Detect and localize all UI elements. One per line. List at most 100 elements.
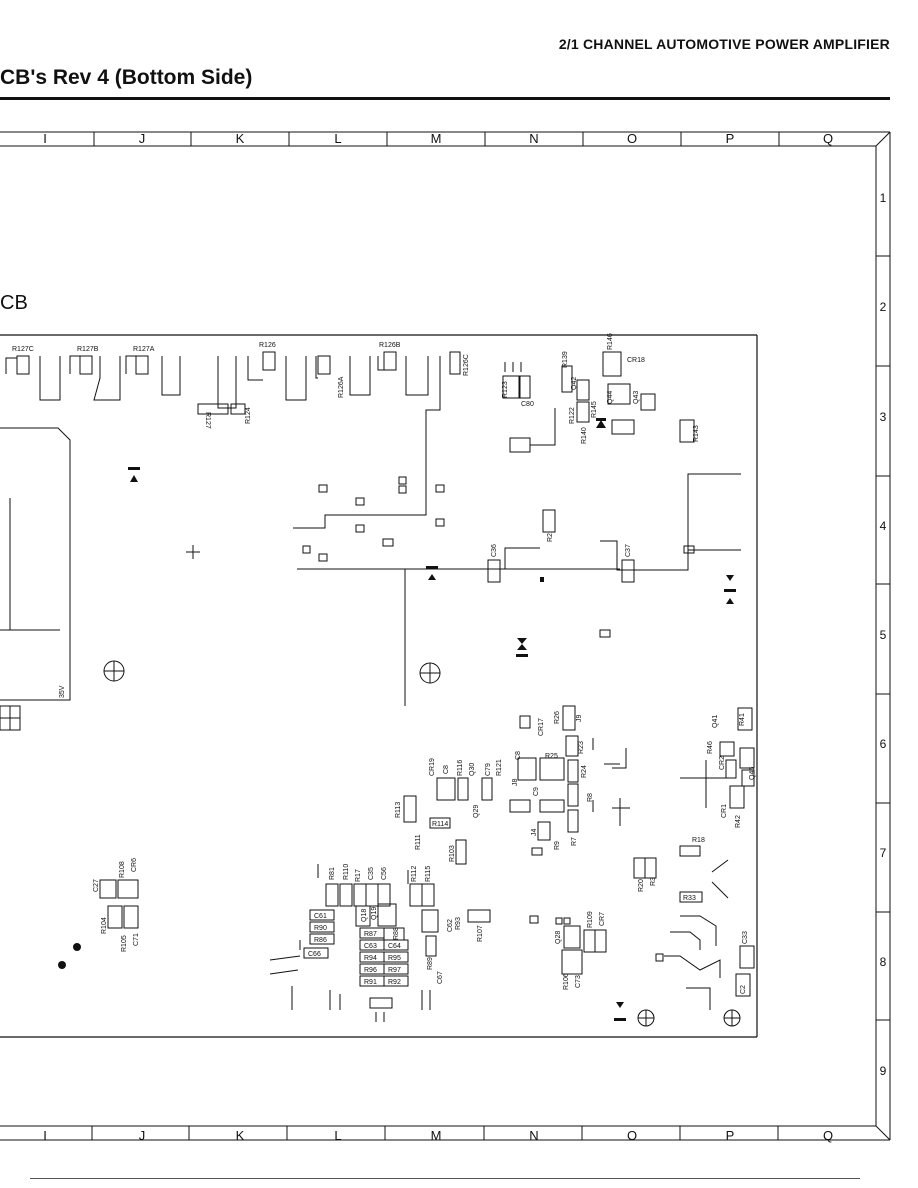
column-label-l-bottom: L <box>334 1128 342 1143</box>
ref-r9: R9 <box>554 841 561 850</box>
row-label-3: 3 <box>879 410 887 424</box>
ref-c2: C2 <box>740 985 747 994</box>
ref-r124: R124 <box>245 407 252 424</box>
cluster-q42-q44 <box>502 351 695 453</box>
ref-q45: Q45 <box>749 767 756 780</box>
ref-r96: R96 <box>364 967 377 974</box>
column-label-q-bottom: Q <box>822 1128 834 1143</box>
ref-r91: R91 <box>364 979 377 986</box>
ref-q19: Q19 <box>371 907 378 920</box>
ref-c36: C36 <box>491 544 498 557</box>
ref-q42: Q42 <box>571 377 578 390</box>
ref-cr6: CR6 <box>131 858 138 872</box>
ref-r126c: R126C <box>463 354 470 376</box>
ref-r17: R17 <box>355 869 362 882</box>
ref-cr18: CR18 <box>627 357 645 364</box>
ref-r23: R23 <box>578 741 585 754</box>
ref-r87: R87 <box>364 931 377 938</box>
ref-c9: C9 <box>533 787 540 796</box>
ref-r93: R93 <box>455 917 462 930</box>
ref-c73: C73 <box>575 975 582 988</box>
footer-rule <box>30 1178 860 1179</box>
ref-r126a: R126A <box>338 376 345 398</box>
column-label-n-bottom: N <box>529 1128 539 1143</box>
row-label-7: 7 <box>879 846 887 860</box>
ref-r115: R115 <box>425 866 432 882</box>
ref-r3: R3 <box>650 877 657 886</box>
row-label-9: 9 <box>879 1064 887 1078</box>
ref-c37: C37 <box>625 544 632 557</box>
column-label-j-bottom: J <box>138 1128 146 1143</box>
ref-r41: R41 <box>739 713 746 726</box>
ref-cr17: CR17 <box>538 718 545 736</box>
ref-r89: R89 <box>427 957 434 970</box>
ref-cr19: CR19 <box>429 758 436 776</box>
ref-r126b: R126B <box>379 342 401 349</box>
ref-cr2: CR2 <box>719 756 726 770</box>
ref-q43: Q43 <box>633 391 640 404</box>
column-label-i-bottom: I <box>43 1128 47 1143</box>
ref-r7: R7 <box>571 837 578 846</box>
column-label-m: M <box>430 131 442 146</box>
ref-q28: Q28 <box>555 931 562 944</box>
ref-r90: R90 <box>314 925 327 932</box>
ref-q41: Q41 <box>712 715 719 728</box>
column-label-o-bottom: O <box>626 1128 638 1143</box>
ref-r143: R143 <box>693 425 700 442</box>
ref-r127b: R127B <box>77 346 99 353</box>
page-title: CB's Rev 4 (Bottom Side) <box>0 66 253 89</box>
cluster-cr17-j9 <box>403 705 630 865</box>
column-label-m-bottom: M <box>430 1128 442 1143</box>
ref-r18: R18 <box>692 837 705 844</box>
ref-r46: R46 <box>707 741 714 754</box>
column-label-p: P <box>725 131 735 146</box>
row-label-2: 2 <box>879 300 887 314</box>
ref-r110: R110 <box>343 864 350 880</box>
ref-r146: R146 <box>607 333 614 350</box>
ref-q29: Q29 <box>473 805 480 818</box>
trace-lines <box>186 395 741 706</box>
ref-r123: R123 <box>502 381 509 398</box>
ref-r114: R114 <box>432 821 448 828</box>
ref-r108: R108 <box>119 861 126 878</box>
grid-frame <box>0 131 891 1141</box>
cluster-q41-q45 <box>633 707 755 1010</box>
ref-r20: R20 <box>638 879 645 892</box>
cluster-q18-q19 <box>269 864 607 1022</box>
ref-r127: R127 <box>204 412 211 429</box>
column-label-n: N <box>529 131 539 146</box>
ref-r112: R112 <box>411 866 418 882</box>
ref-r26: R26 <box>554 711 561 724</box>
ref-r126: R126 <box>259 342 276 349</box>
ref-r81: R81 <box>329 867 336 880</box>
ref-c67: C67 <box>437 971 444 984</box>
ref-r2: R2 <box>547 533 554 542</box>
column-label-p-bottom: P <box>725 1128 735 1143</box>
column-label-o: O <box>626 131 638 146</box>
ref-r111: R111 <box>415 834 422 850</box>
ref-c8: C8 <box>515 751 522 760</box>
ref-r145: R145 <box>591 401 598 418</box>
ref-j9: J9 <box>576 715 583 723</box>
ref-r86: R86 <box>314 937 327 944</box>
ref-r97: R97 <box>388 967 401 974</box>
ref-q18: Q18 <box>361 909 368 922</box>
ref-r33: R33 <box>683 895 696 902</box>
column-label-k-bottom: K <box>235 1128 245 1143</box>
ref-r94: R94 <box>364 955 377 962</box>
ref-c63: C63 <box>364 943 377 950</box>
cluster-c27 <box>99 879 139 929</box>
column-label-k: K <box>235 131 245 146</box>
ref-r25: R25 <box>545 753 558 760</box>
row-label-4: 4 <box>879 519 887 533</box>
ref-r92: R92 <box>388 979 401 986</box>
ref-q44: Q44 <box>607 391 614 404</box>
voltage-label: 35V <box>59 685 66 698</box>
ref-c27: C27 <box>93 879 100 892</box>
ref-j8: J8 <box>512 779 519 787</box>
ref-c35: C35 <box>368 867 375 880</box>
mounting-holes <box>103 660 741 1027</box>
pcb-label: CB <box>0 292 28 314</box>
ref-q30: Q30 <box>469 763 476 776</box>
ref-r116: R116 <box>457 760 464 776</box>
